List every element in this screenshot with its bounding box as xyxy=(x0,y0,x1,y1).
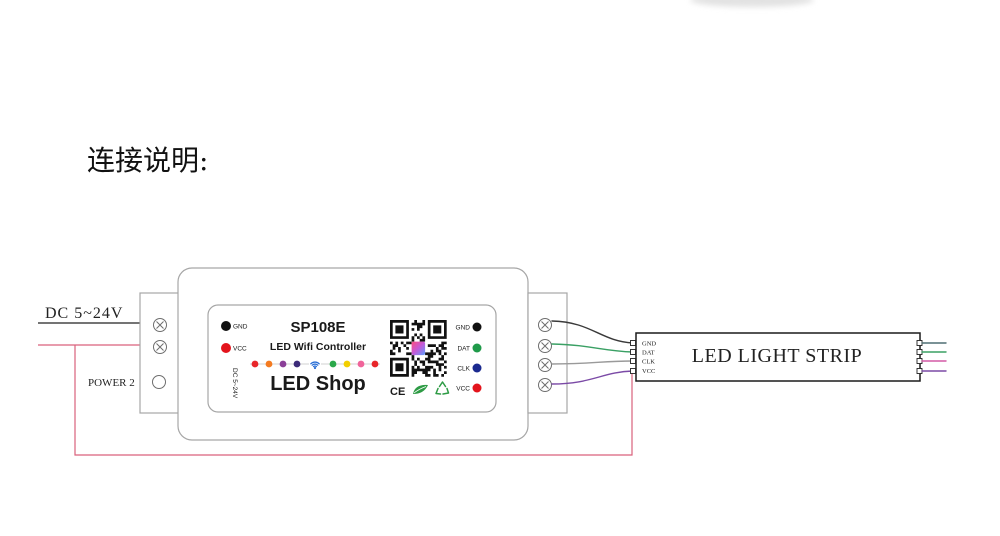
terminal-screw xyxy=(538,318,552,332)
wire-vcc xyxy=(551,370,634,385)
strip-pin-gnd-label: GND xyxy=(642,341,656,348)
indicator-dot xyxy=(293,360,301,368)
page-title: 连接说明: xyxy=(87,144,208,177)
indicator-dot xyxy=(251,360,259,368)
strip-pin-dat-label: DAT xyxy=(642,350,655,357)
strip-output-pad xyxy=(916,358,923,364)
terminal-screw xyxy=(153,318,167,332)
strip-output-pad xyxy=(916,368,923,374)
terminal-screw xyxy=(538,358,552,372)
input-pin-vcc-label: VCC xyxy=(233,346,247,353)
output-terminal-housing xyxy=(527,292,568,414)
screw-slot xyxy=(541,381,549,389)
wifi-icon-arcs xyxy=(310,361,320,368)
output-pin-gnd-label: GND xyxy=(456,325,471,332)
positive-return-wire xyxy=(74,345,633,456)
controller-subtitle: LED Wifi Controller xyxy=(270,341,366,353)
wire-gnd xyxy=(551,320,634,344)
connection-wires xyxy=(551,320,634,385)
indicator-dot xyxy=(329,360,337,368)
wifi-icon xyxy=(309,359,321,370)
indicator-dot xyxy=(343,360,351,368)
screw-slot xyxy=(156,321,164,329)
input-voltage-label: DC 5~24V xyxy=(231,368,238,399)
screw-slot xyxy=(541,342,549,350)
strip-output-pad xyxy=(916,349,923,355)
indicator-dot xyxy=(279,360,287,368)
rohs-leaf-icon xyxy=(413,384,428,394)
screw-slot xyxy=(156,343,164,351)
output-pin-vcc-dot xyxy=(472,383,482,393)
strip-input-pad xyxy=(630,368,636,374)
output-terminal-block xyxy=(527,292,568,414)
led-strip: GND DAT CLK VCC LED LIGHT STRIP xyxy=(630,332,947,382)
wire-dat xyxy=(551,343,634,353)
output-pin-clk-label: CLK xyxy=(457,366,470,373)
ce-mark: CE xyxy=(390,386,405,398)
output-pin-dat-label: DAT xyxy=(457,346,470,353)
terminal-screw xyxy=(153,340,167,354)
top-edge-shadow xyxy=(690,0,814,7)
qr-code-modules xyxy=(390,320,447,377)
terminal-screw xyxy=(538,378,552,392)
strip-input-pad xyxy=(630,349,636,355)
indicator-dot xyxy=(357,360,365,368)
screw-slot xyxy=(541,321,549,329)
power-input-label: DC 5~24V xyxy=(45,305,123,322)
power2-label: POWER 2 xyxy=(88,377,135,389)
output-pin-vcc-label: VCC xyxy=(456,386,470,393)
recycle-icon xyxy=(435,381,450,395)
indicator-dot xyxy=(371,360,379,368)
strip-output-pad xyxy=(916,340,923,346)
output-pin-gnd-dot xyxy=(472,322,482,332)
recycle-arrows xyxy=(435,381,450,395)
input-pin-vcc-dot xyxy=(221,343,231,353)
qr-code-icon xyxy=(389,319,448,378)
power-input: DC 5~24V POWER 2 xyxy=(38,305,633,456)
strip-pin-clk-label: CLK xyxy=(642,359,655,366)
rohs-leaf-vein xyxy=(413,386,427,394)
strip-input-pad xyxy=(630,358,636,364)
led-strip-body xyxy=(635,332,921,382)
controller-model: SP108E xyxy=(290,319,345,336)
wifi-icon-dot xyxy=(313,366,317,370)
output-pin-clk-dot xyxy=(472,363,482,373)
controller: GND VCC DC 5~24V SP108E LED Wifi Control… xyxy=(177,267,529,441)
output-pin-dat-dot xyxy=(472,343,482,353)
terminal-screw xyxy=(538,339,552,353)
indicator-row xyxy=(250,359,380,370)
input-pin-gnd-label: GND xyxy=(233,324,248,331)
qr-code-logo xyxy=(411,341,426,356)
power2-port xyxy=(152,375,166,389)
brand-name: LED Shop xyxy=(270,373,366,395)
input-pin-gnd-dot xyxy=(221,321,231,331)
led-strip-label: LED LIGHT STRIP xyxy=(692,345,862,367)
wire-clk xyxy=(551,360,634,365)
strip-pin-vcc-label: VCC xyxy=(642,368,655,375)
input-terminal-block xyxy=(139,292,181,414)
strip-input-pad xyxy=(630,340,636,346)
screw-slot xyxy=(541,361,549,369)
indicator-dot xyxy=(265,360,273,368)
controller-label-panel xyxy=(207,304,497,413)
